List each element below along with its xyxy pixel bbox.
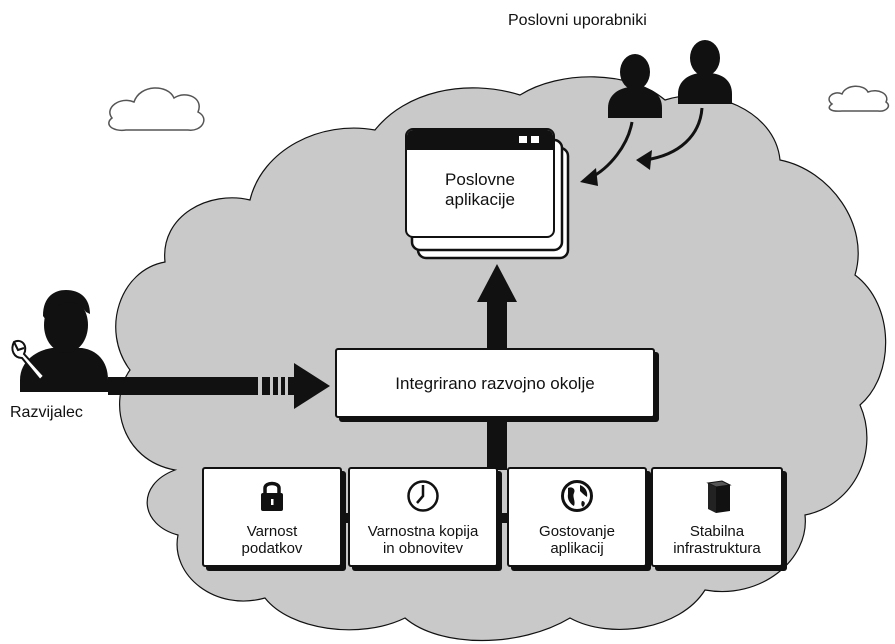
business-user-icon-2: [678, 40, 732, 104]
connector-1: [340, 513, 350, 523]
business-apps-window: Poslovne aplikacije: [405, 128, 555, 238]
business-users-label: Poslovni uporabniki: [508, 12, 647, 29]
wrench-icon: [11, 340, 46, 382]
connector-3: [643, 513, 653, 523]
window-title-bar: [407, 130, 553, 150]
arrowhead-user-1: [580, 168, 598, 186]
connector-2: [497, 513, 509, 523]
apps-label-line1: Poslovne: [445, 170, 515, 189]
globe-icon: [561, 480, 593, 512]
small-cloud-right: [828, 85, 890, 112]
server-icon: [706, 480, 732, 513]
service-data-security: Varnost podatkov: [202, 467, 342, 567]
lock-icon: [261, 481, 283, 511]
service-backup-recovery: Varnostna kopija in obnovitev: [348, 467, 498, 567]
ide-label: Integrirano razvojno okolje: [395, 374, 595, 393]
business-user-icon-1: [608, 54, 662, 118]
service-label: Varnost podatkov: [241, 523, 303, 558]
service-app-hosting: Gostovanje aplikacij: [507, 467, 647, 567]
service-label: Varnostna kopija in obnovitev: [367, 523, 479, 558]
small-cloud-left: [108, 87, 205, 132]
ide-to-services-connector: [487, 420, 507, 470]
window-button-icon: [531, 136, 539, 143]
service-label: Gostovanje aplikacij: [539, 523, 615, 558]
ide-box: Integrirano razvojno okolje: [335, 348, 655, 418]
developer-arrow: [108, 363, 330, 409]
ide-to-apps-arrow: [477, 264, 517, 350]
service-label: Stabilna infrastruktura: [673, 523, 761, 558]
developer-label: Razvijalec: [10, 404, 83, 421]
arrowhead-user-2: [636, 150, 652, 170]
apps-label-line2: aplikacije: [445, 190, 515, 210]
service-stable-infrastructure: Stabilna infrastruktura: [651, 467, 783, 567]
window-button-icon: [519, 136, 527, 143]
clock-icon: [407, 480, 439, 512]
business-apps-label: Poslovne aplikacije: [407, 170, 553, 211]
developer-person-icon: [20, 290, 108, 392]
